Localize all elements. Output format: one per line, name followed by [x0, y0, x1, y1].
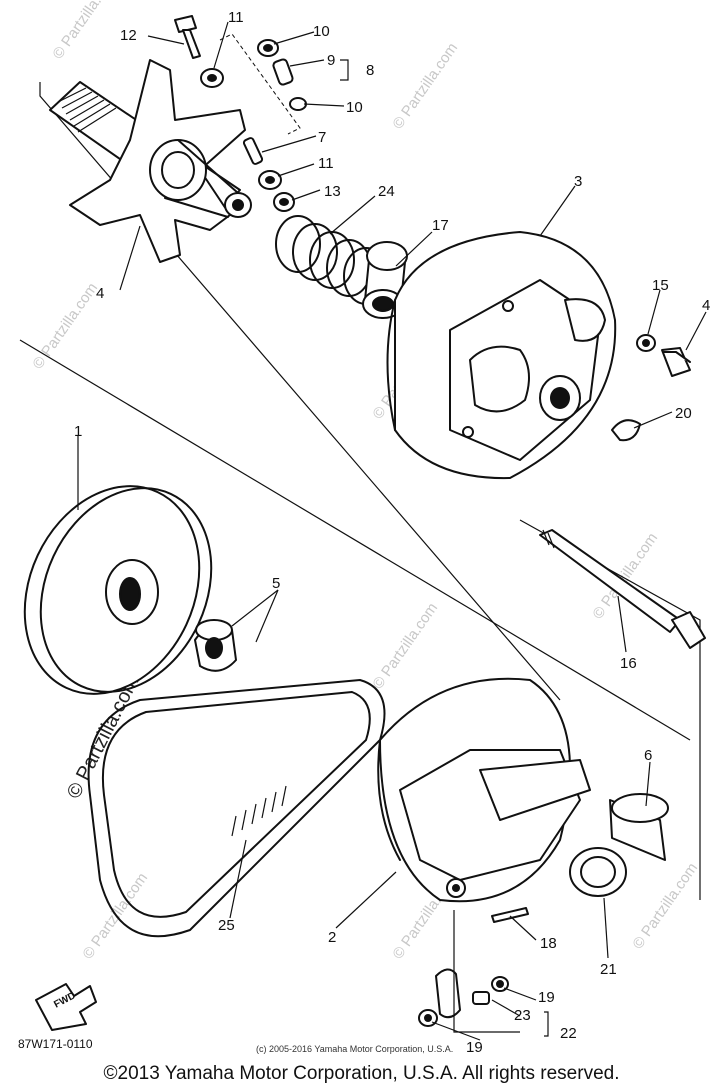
- callout-8: 8: [366, 62, 374, 79]
- watermark: © Partzilla.com: [389, 40, 461, 133]
- callout-22: 22: [560, 1025, 577, 1042]
- callouts: 12 11 10 9 8 10 7 11 13 24 17 3 15 4 20 …: [74, 9, 710, 1056]
- callout-16: 16: [620, 655, 637, 672]
- callout-6: 6: [644, 747, 652, 764]
- callout-3: 3: [574, 173, 582, 190]
- watermark: © Partzilla.com: [369, 600, 441, 693]
- fwd-arrow-icon: FWD: [35, 983, 97, 1031]
- divider-line: [19, 339, 691, 741]
- watermark: © Partzilla.com: [29, 280, 101, 373]
- part-code: 87W171-0110: [18, 1037, 93, 1051]
- callout-12: 12: [120, 27, 137, 44]
- watermark: © Partzilla.com: [49, 0, 121, 62]
- part-ring-21: [569, 847, 627, 897]
- callout-11: 11: [318, 155, 334, 172]
- watermark: © Partzilla.com: [629, 860, 701, 953]
- callout-23: 23: [514, 1007, 531, 1024]
- callout-21: 21: [600, 961, 617, 978]
- callout-17: 17: [432, 217, 449, 234]
- callout-5: 5: [272, 575, 280, 592]
- part-sheave-disc: [23, 485, 213, 695]
- part-movable-sheave-cover: [386, 231, 617, 480]
- callout-18: 18: [540, 935, 557, 952]
- part-sleeve-6: [609, 793, 669, 861]
- part-bearing-5: [194, 619, 237, 672]
- callout-7: 7: [318, 129, 326, 146]
- callout-10: 10: [346, 99, 363, 116]
- dashed-guides: [219, 33, 301, 135]
- part-long-bolt: [539, 529, 706, 649]
- part-fixed-sheave-spider: [49, 59, 252, 263]
- callout-11: 11: [228, 9, 244, 26]
- callout-24: 24: [378, 183, 395, 200]
- parts-diagram: © Partzilla.com © Partzilla.com © Partzi…: [18, 0, 710, 1056]
- divider-line: [39, 82, 561, 701]
- callout-1: 1: [74, 423, 82, 440]
- part-pin-weights: [418, 907, 529, 1027]
- callout-10: 10: [313, 23, 330, 40]
- part-bushing-17: [362, 241, 408, 319]
- part-v-belt: [87, 679, 386, 938]
- callout-15: 15: [652, 277, 669, 294]
- leader-lines: [77, 21, 707, 1041]
- part-spring: [275, 215, 389, 305]
- callout-19: 19: [538, 989, 555, 1006]
- callout-4: 4: [96, 285, 104, 302]
- callout-19: 19: [466, 1039, 483, 1056]
- callout-25: 25: [218, 917, 235, 934]
- callout-4: 4: [702, 297, 710, 314]
- part-hardware-top: [174, 15, 307, 212]
- callout-13: 13: [324, 183, 341, 200]
- footer-copyright: ©2013 Yamaha Motor Corporation, U.S.A. A…: [103, 1063, 620, 1084]
- callout-20: 20: [675, 405, 692, 422]
- part-bolt-washer: [611, 334, 691, 442]
- callout-9: 9: [327, 52, 335, 69]
- small-copyright: (c) 2005-2016 Yamaha Motor Corporation, …: [256, 1044, 453, 1054]
- callout-2: 2: [328, 929, 336, 946]
- part-secondary-sheave: [377, 677, 591, 903]
